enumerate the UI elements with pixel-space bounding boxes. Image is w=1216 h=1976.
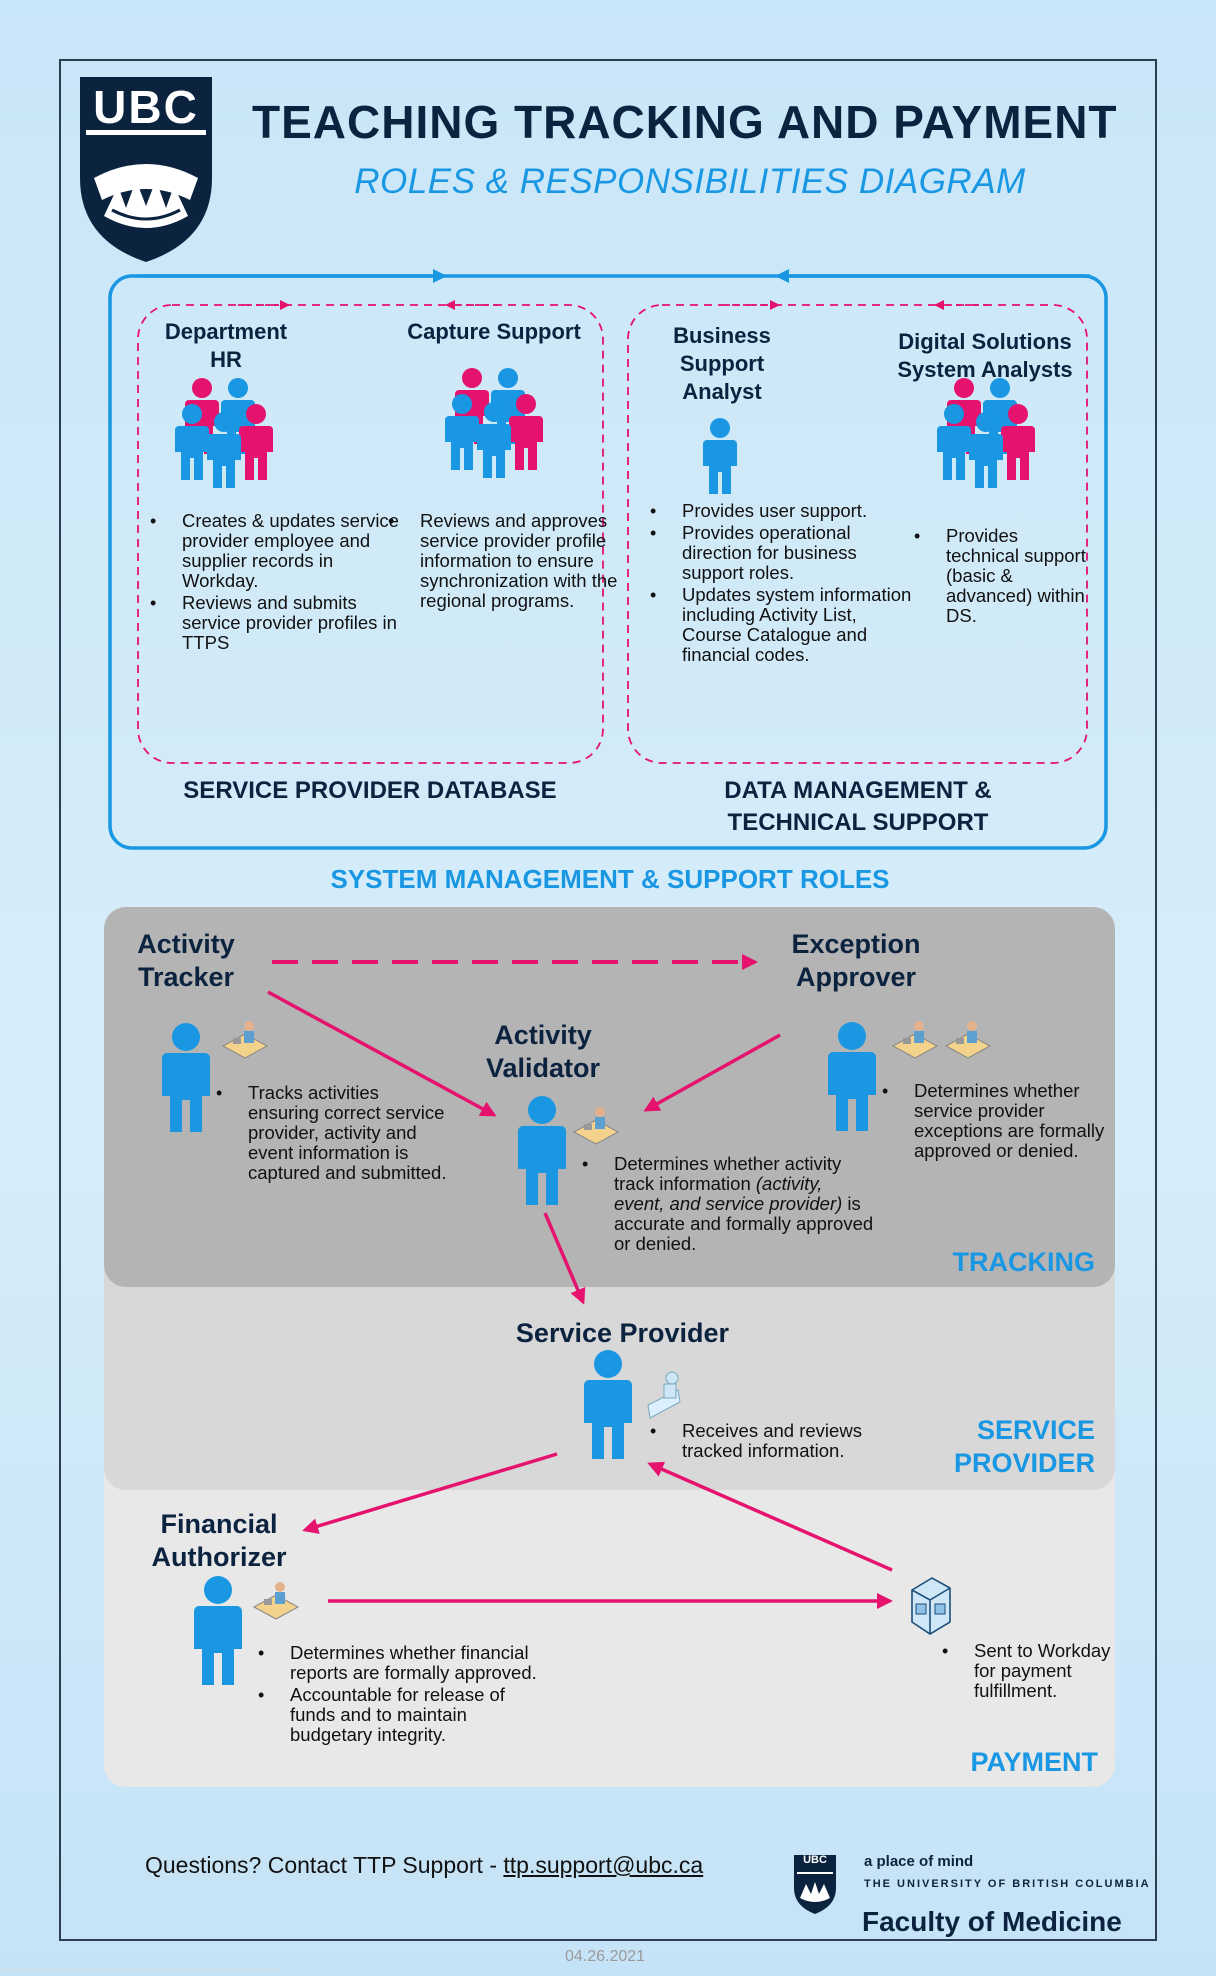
list-item: Provides user support. — [650, 501, 918, 522]
contact-text: Questions? Contact TTP Support - — [145, 1852, 504, 1878]
ubc-crest-logo — [80, 77, 212, 262]
list-item: Reviews and submits service provider pro… — [150, 593, 412, 653]
service-provider-laptop-icon — [647, 1371, 681, 1419]
list-item: Receives and reviews tracked information… — [650, 1421, 917, 1461]
department-hr-title: Department HR — [140, 318, 312, 374]
business-support-analyst-title: Business Support Analyst — [640, 322, 804, 406]
service-provider-label: SERVICE PROVIDER — [900, 1414, 1095, 1480]
activity-validator-name-line1: Activity — [494, 1020, 592, 1050]
workday-bullets: Sent to Workday for payment fulfillment. — [940, 1641, 1114, 1701]
list-item: Accountable for release of funds and to … — [258, 1685, 540, 1745]
activity-tracker-title: Activity Tracker — [128, 928, 244, 994]
support-email-link[interactable]: ttp.support@ubc.ca — [503, 1852, 704, 1878]
activity-validator-bullet-italic: (activity, event, and service provider) — [614, 1173, 843, 1214]
digital-solutions-title: Digital Solutions System Analysts — [880, 328, 1090, 384]
page-title: TEACHING TRACKING AND PAYMENT — [252, 96, 1118, 148]
list-item: Reviews and approves service provider pr… — [388, 511, 638, 611]
activity-validator-bullet-text: Determines whether activity track inform… — [614, 1153, 842, 1194]
activity-validator-name-line2: Validator — [485, 1053, 601, 1083]
university-name: THE UNIVERSITY OF BRITISH COLUMBIA — [864, 1878, 1151, 1890]
workday-building-icon — [911, 1577, 951, 1635]
business-support-name-line2: Support — [679, 351, 765, 376]
list-item: Determines whether service provider exce… — [882, 1081, 1114, 1161]
list-item: Provides technical support (basic & adva… — [914, 526, 1086, 626]
department-hr-name-line2: HR — [210, 347, 242, 372]
exception-approver-bullets: Determines whether service provider exce… — [880, 1081, 1114, 1161]
data-management-heading-line1: DATA MANAGEMENT & — [724, 777, 992, 804]
contact-line: Questions? Contact TTP Support - ttp.sup… — [145, 1852, 703, 1879]
exception-approver-name-line1: Exception — [791, 929, 921, 959]
digital-solutions-bullets: Provides technical support (basic & adva… — [912, 526, 1086, 626]
page-frame — [59, 59, 1157, 1941]
ubc-logo-text: UBC — [93, 81, 199, 133]
activity-validator-bullet-text-end: is accurate and formally approved or den… — [614, 1193, 874, 1254]
date-stamp: 04.26.2021 — [565, 1948, 646, 1965]
activity-tracker-name-line1: Activity — [137, 929, 235, 959]
exception-approver-name-line2: Approver — [795, 962, 917, 992]
service-provider-database-heading: SERVICE PROVIDER DATABASE — [183, 777, 557, 804]
capture-support-title: Capture Support — [407, 319, 581, 344]
digital-solutions-name-line2: System Analysts — [897, 357, 1073, 382]
list-item: Determines whether financial reports are… — [258, 1643, 540, 1683]
service-provider-label-line2: PROVIDER — [953, 1448, 1095, 1478]
payment-label: PAYMENT — [970, 1747, 1098, 1777]
service-provider-bullets: Receives and reviews tracked information… — [648, 1421, 917, 1461]
financial-authorizer-title: Financial Authorizer — [140, 1508, 298, 1574]
faculty-name: Faculty of Medicine — [862, 1906, 1122, 1937]
capture-support-bullets: Reviews and approves service provider pr… — [386, 511, 638, 611]
data-management-heading: DATA MANAGEMENT & TECHNICAL SUPPORT — [630, 775, 1086, 839]
tagline: a place of mind — [864, 1853, 974, 1870]
business-support-bullets: Provides user support. Provides operatio… — [648, 501, 918, 665]
financial-authorizer-bullets: Determines whether financial reports are… — [256, 1643, 540, 1745]
service-provider-title: Service Provider — [515, 1318, 730, 1348]
ubc-small-crest-logo — [794, 1855, 836, 1914]
support-roles-box — [108, 274, 1108, 850]
activity-tracker-name-line2: Tracker — [137, 962, 235, 992]
digital-solutions-name-line1: Digital Solutions — [898, 329, 1072, 354]
service-provider-label-line1: SERVICE — [976, 1415, 1095, 1445]
list-item: Sent to Workday for payment fulfillment. — [942, 1641, 1114, 1701]
list-item: Creates & updates service provider emplo… — [150, 511, 412, 591]
list-item: Provides operational direction for busin… — [650, 523, 918, 583]
department-hr-name-line1: Department — [164, 319, 288, 344]
department-hr-bullets: Creates & updates service provider emplo… — [148, 511, 412, 653]
activity-tracker-bullets: Tracks activities ensuring correct servi… — [214, 1083, 452, 1183]
tracking-label: TRACKING — [952, 1247, 1096, 1277]
activity-validator-title: Activity Validator — [470, 1019, 616, 1085]
business-support-name-line1: Business — [673, 323, 771, 348]
business-support-name-line3: Analyst — [682, 379, 762, 404]
list-item: Updates system information including Act… — [650, 585, 918, 665]
activity-validator-bullets: Determines whether activity track inform… — [580, 1154, 874, 1254]
page-subtitle: ROLES & RESPONSIBILITIES DIAGRAM — [354, 162, 1026, 201]
financial-authorizer-name-line1: Financial — [160, 1509, 278, 1539]
list-item: Tracks activities ensuring correct servi… — [216, 1083, 452, 1183]
system-management-label: SYSTEM MANAGEMENT & SUPPORT ROLES — [330, 864, 890, 894]
financial-authorizer-name-line2: Authorizer — [151, 1542, 287, 1572]
exception-approver-title: Exception Approver — [776, 928, 936, 994]
data-management-heading-line2: TECHNICAL SUPPORT — [727, 809, 989, 836]
list-item: Determines whether activity track inform… — [582, 1153, 874, 1254]
ubc-small-logo-text: UBC — [803, 1854, 827, 1866]
